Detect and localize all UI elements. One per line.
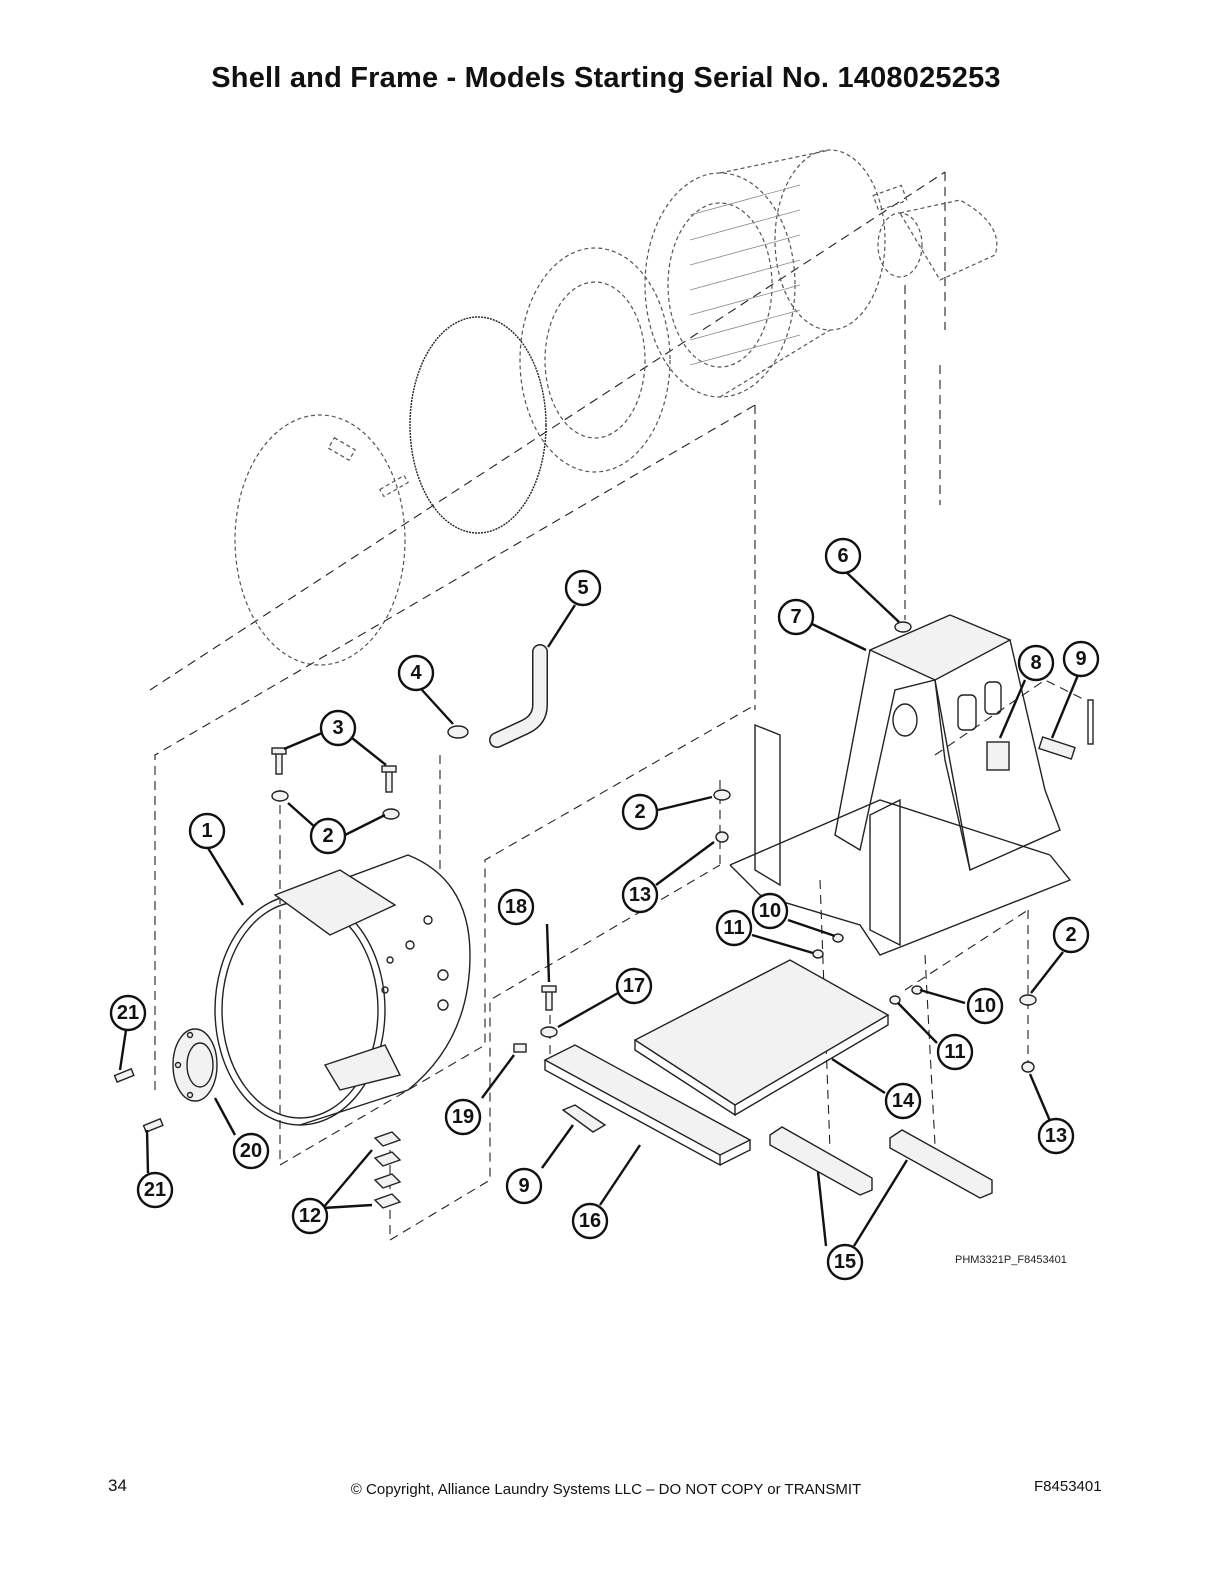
- drain-hose: [489, 644, 548, 748]
- svg-text:1: 1: [201, 820, 212, 842]
- callout-2-left: 2: [309, 817, 347, 855]
- svg-text:13: 13: [629, 884, 651, 906]
- svg-text:11: 11: [944, 1041, 965, 1063]
- callout-18: 18: [497, 888, 535, 926]
- frame: [729, 614, 1072, 956]
- svg-text:4: 4: [410, 662, 422, 684]
- base-plate: [633, 959, 890, 1117]
- callout-7: 7: [777, 598, 815, 636]
- svg-text:9: 9: [1075, 648, 1086, 670]
- callout-8: 8: [1017, 644, 1055, 682]
- side-rail: [543, 1044, 752, 1167]
- svg-text:6: 6: [837, 545, 848, 567]
- callout-12: 12: [291, 1197, 329, 1235]
- callout-2-right: 2: [1052, 916, 1090, 954]
- callout-9-bottom: 9: [505, 1167, 543, 1205]
- svg-text:17: 17: [623, 975, 645, 997]
- callout-13-right: 13: [1037, 1117, 1075, 1155]
- ghost-cylinder-assembly: [149, 149, 998, 691]
- callout-15: 15: [826, 1243, 864, 1281]
- page-title: Shell and Frame - Models Starting Serial…: [211, 62, 1001, 94]
- bearing-flange: [172, 1028, 218, 1102]
- callout-17: 17: [615, 967, 653, 1005]
- callout-4: 4: [397, 654, 435, 692]
- callout-11-right: 11: [936, 1033, 974, 1071]
- shell-drum: [214, 854, 471, 1126]
- callout-10-left: 10: [751, 892, 789, 930]
- callout-13-mid: 13: [621, 876, 659, 914]
- assembly-dashed-lines: [154, 404, 1086, 1241]
- svg-text:20: 20: [240, 1140, 262, 1162]
- callout-20: 20: [232, 1132, 270, 1170]
- callout-9-top: 9: [1062, 640, 1100, 678]
- callout-21-lower: 21: [136, 1171, 174, 1209]
- svg-text:13: 13: [1045, 1125, 1067, 1147]
- svg-text:2: 2: [634, 801, 645, 823]
- svg-text:10: 10: [974, 995, 996, 1017]
- callout-10-right: 10: [966, 987, 1004, 1025]
- svg-text:14: 14: [892, 1090, 915, 1112]
- svg-text:12: 12: [299, 1205, 321, 1227]
- page-number: 34: [108, 1476, 127, 1495]
- svg-text:18: 18: [505, 896, 527, 918]
- callout-14: 14: [884, 1082, 922, 1120]
- callout-1: 1: [188, 812, 226, 850]
- callout-11-left: 11: [715, 909, 753, 947]
- callout-5: 5: [564, 569, 602, 607]
- svg-text:21: 21: [144, 1179, 166, 1201]
- callout-2-mid: 2: [621, 793, 659, 831]
- svg-text:11: 11: [723, 917, 744, 939]
- svg-text:15: 15: [834, 1251, 856, 1273]
- leader-lines: [118, 570, 1080, 1247]
- bolts-21: [113, 1067, 164, 1133]
- document-id: F8453401: [1034, 1478, 1102, 1495]
- callout-6: 6: [824, 537, 862, 575]
- figure-id: PHM3321P_F8453401: [955, 1254, 1067, 1266]
- svg-text:5: 5: [577, 577, 588, 599]
- svg-text:21: 21: [117, 1002, 139, 1024]
- copyright-notice: © Copyright, Alliance Laundry Systems LL…: [350, 1481, 862, 1498]
- svg-text:10: 10: [759, 900, 781, 922]
- svg-text:8: 8: [1030, 652, 1041, 674]
- svg-text:9: 9: [518, 1175, 529, 1197]
- svg-text:3: 3: [332, 717, 343, 739]
- svg-text:2: 2: [322, 825, 333, 847]
- svg-text:2: 2: [1065, 924, 1076, 946]
- callout-19: 19: [444, 1098, 482, 1136]
- rubber-pads: [561, 1104, 993, 1199]
- svg-text:16: 16: [579, 1210, 601, 1232]
- svg-text:7: 7: [790, 606, 801, 628]
- svg-text:19: 19: [452, 1106, 474, 1128]
- hardware-small-parts: [271, 621, 1094, 1209]
- callout-21-upper: 21: [109, 994, 147, 1032]
- callout-3: 3: [319, 709, 357, 747]
- callout-16: 16: [571, 1202, 609, 1240]
